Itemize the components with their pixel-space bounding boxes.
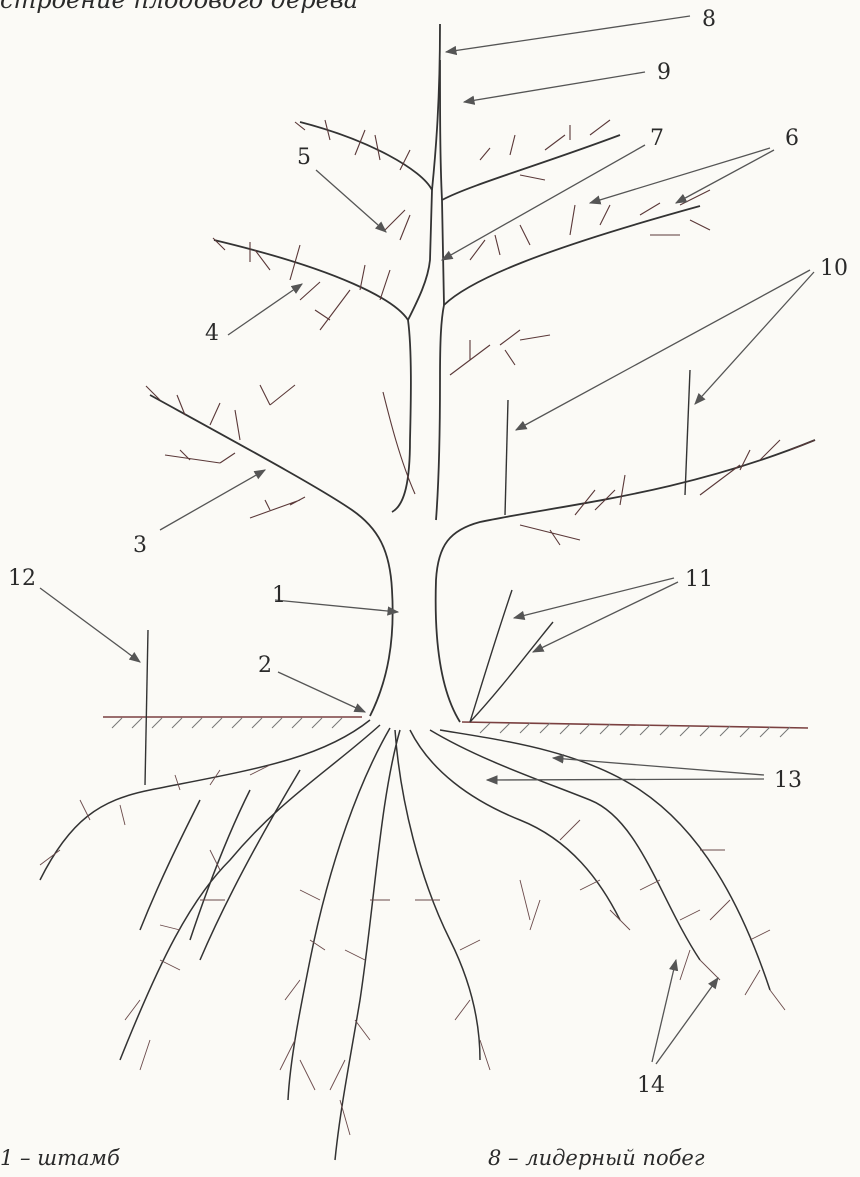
label-13: 13 (774, 768, 802, 793)
label-9: 9 (657, 60, 671, 85)
label-5: 5 (297, 145, 311, 170)
label-14: 14 (637, 1073, 665, 1098)
callout-labels: 1 2 3 4 5 6 7 8 9 10 11 12 13 14 (8, 7, 848, 1098)
label-10: 10 (820, 256, 848, 281)
root-hairs (40, 765, 785, 1135)
ground-hatching (112, 718, 790, 737)
label-12: 12 (8, 566, 36, 591)
label-11: 11 (685, 567, 713, 592)
label-3: 3 (133, 533, 147, 558)
label-4: 4 (205, 321, 219, 346)
vertical-shoots (145, 370, 690, 785)
ground-line (103, 717, 808, 728)
legend-item-1: 1 – штамб (0, 1146, 120, 1170)
trunk (150, 24, 815, 722)
label-2: 2 (258, 653, 272, 678)
label-6: 6 (785, 126, 799, 151)
label-8: 8 (702, 7, 716, 32)
callout-arrows (40, 16, 814, 1064)
legend-item-8: 8 – лидерный побег (488, 1146, 704, 1170)
label-7: 7 (650, 126, 664, 151)
label-1: 1 (272, 583, 286, 608)
